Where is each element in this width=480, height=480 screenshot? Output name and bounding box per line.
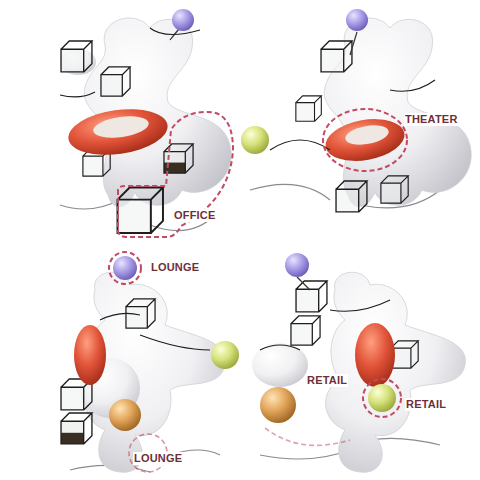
view-bottom-right-part: [391, 341, 418, 368]
view-bottom-right: [252, 253, 465, 472]
view-top-left: [60, 9, 233, 237]
view-bottom-right-part: [296, 281, 327, 312]
label-anchor: LOUNGE: [133, 452, 183, 465]
view-top-right-part: [344, 122, 390, 147]
view-bottom-right-part: [297, 277, 310, 290]
view-top-left-part: [92, 113, 150, 141]
view-bottom-right-part: [363, 379, 401, 417]
callout-label: LOUNGE: [150, 261, 200, 274]
view-bottom-left-part: [109, 399, 141, 431]
view-top-right-part: [350, 32, 357, 55]
view-top-left-part: [65, 103, 170, 160]
view-bottom-left: [61, 252, 239, 472]
view-top-left-part: [61, 41, 92, 72]
view-top-right-part: [336, 181, 367, 212]
view-top-right-part: [346, 9, 368, 31]
view-top-right-part: [323, 109, 407, 171]
view-top-right: [241, 9, 471, 212]
view-top-left-part: [60, 28, 200, 97]
view-bottom-left-part: [74, 325, 106, 385]
view-top-right-part: [322, 113, 408, 166]
view-bottom-right-part: [285, 253, 309, 277]
view-bottom-left-part: [100, 313, 210, 350]
view-bottom-right-part: [326, 272, 466, 472]
view-top-left-part: [118, 112, 233, 237]
view-top-right-part: [321, 41, 352, 72]
view-bottom-right-part: [265, 428, 350, 445]
label-anchor: LOUNGE: [150, 261, 200, 274]
view-bottom-left-part: [61, 413, 92, 444]
callout-label: THEATER: [404, 113, 459, 126]
label-anchor: RETAIL: [306, 374, 348, 387]
view-bottom-right-part: [260, 300, 390, 350]
label-anchor: OFFICE: [173, 209, 217, 222]
view-top-right-part: [296, 96, 321, 121]
label-anchor: RETAIL: [405, 398, 447, 411]
view-bottom-left-part: [70, 450, 220, 472]
label-anchor: THEATER: [404, 113, 459, 126]
view-bottom-left-part: [113, 256, 137, 280]
view-bottom-left-part: [109, 252, 141, 284]
view-bottom-left-part: [211, 341, 239, 369]
view-bottom-right-part: [368, 384, 396, 412]
callout-label: RETAIL: [405, 398, 447, 411]
view-bottom-right-part: [260, 387, 296, 423]
callout-label: OFFICE: [173, 209, 217, 222]
view-top-right-part: [381, 176, 408, 203]
view-bottom-right-part: [291, 316, 320, 345]
callout-label: LOUNGE: [133, 452, 183, 465]
view-top-left-part: [172, 9, 194, 31]
callout-label: RETAIL: [306, 374, 348, 387]
view-top-left-part: [101, 67, 130, 96]
view-top-left-part: [118, 188, 163, 233]
view-bottom-right-part: [355, 323, 395, 387]
view-top-right-part: [241, 126, 269, 154]
